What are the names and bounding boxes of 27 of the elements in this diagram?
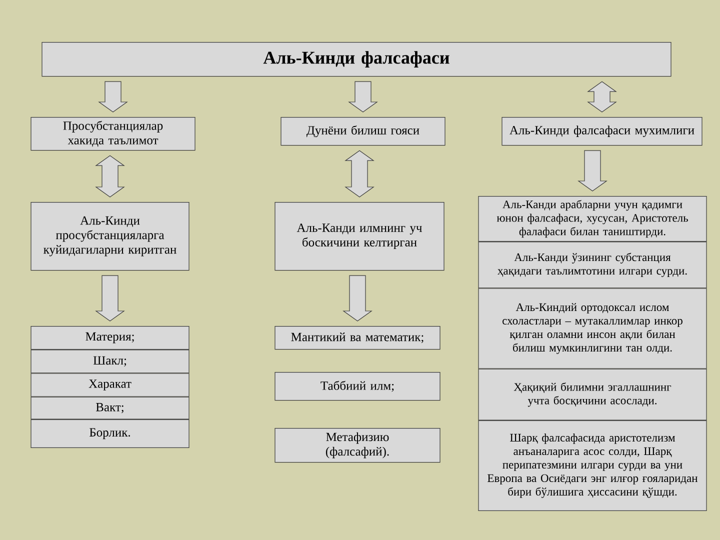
list-cell: Харакат (30, 373, 190, 397)
block-arrow (95, 275, 125, 322)
text-box: Ҳақиқий билимни эгаллашнинг учта босқичини асослади. (478, 368, 707, 420)
double-block-arrow (587, 81, 617, 112)
list-cell: Шакл; (30, 350, 190, 374)
text-box: Дунёни билиш гояси (280, 117, 446, 146)
text-box: Мантикий ва математик; (274, 326, 440, 350)
text-box: Аль-Кинди просубстанцияларга куйидагиларни киритган (30, 202, 190, 271)
block-arrow (578, 150, 608, 192)
text-box: Метафизию (фалсафий). (274, 428, 440, 463)
title-box: Аль-Кинди фалсафаси (42, 42, 672, 77)
text-box: Аль-Канди илмнинг уч боскичини келтирган (274, 202, 444, 271)
text-box: Шарқ фалсафасида аристотелизм анъаналарига асос солди, Шарқ перипатезмини илгари сурди ва уни Европа ва Осиёдаги энг илғор ғояларидан бири бўлишига ҳиссасини қўшди. (478, 420, 707, 511)
list-cell: Борлик. (30, 419, 190, 448)
block-arrow (348, 81, 378, 112)
text-box: Аль-Канди ўзининг субстанция ҳақидаги таълимтотини илгари сурди. (478, 242, 707, 288)
block-arrow (342, 275, 372, 322)
text-box: Аль-Кинди фалсафаси мухимлиги (502, 117, 702, 146)
list-cell: Вакт; (30, 396, 190, 420)
text-box: Таббиий илм; (274, 372, 440, 401)
block-arrow (98, 81, 128, 112)
double-block-arrow (344, 150, 374, 198)
text-box: Аль-Канди арабларни учун қадимги юнон фалсафаси, хусусан, Аристотель фалафаси билан таништирди. (478, 196, 707, 242)
text-box: Аль-Киндий ортодоксал ислом схоластлари – мутакаллимлар инкор қилган оламни инсон ақли билан билиш мумкинлигини тан олди. (478, 288, 707, 369)
double-block-arrow (95, 155, 125, 198)
text-box: Просубстанциялар хакида таълимот (30, 117, 196, 151)
list-cell: Материя; (30, 326, 190, 350)
